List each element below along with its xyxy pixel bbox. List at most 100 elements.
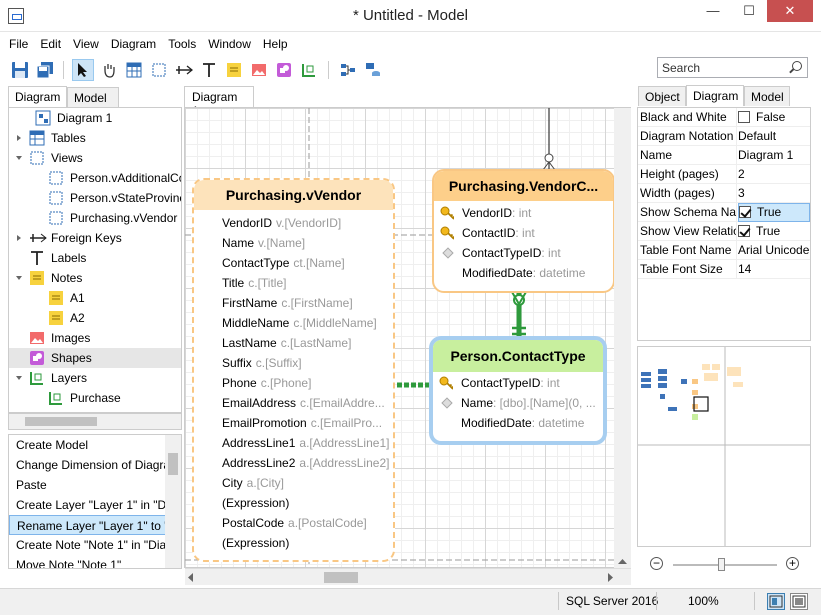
history-item[interactable]: Paste: [16, 478, 47, 492]
search-input[interactable]: [658, 58, 783, 77]
view-tool-icon[interactable]: [148, 59, 170, 81]
history-item[interactable]: Create Note "Note 1" in "Dia: [16, 538, 167, 552]
pointer-tool-icon[interactable]: [72, 59, 94, 81]
menu-help[interactable]: Help: [262, 37, 288, 51]
zoom-in-button[interactable]: +: [786, 557, 799, 570]
canvas-horizontal-scrollbar[interactable]: [185, 568, 631, 585]
collapse-arrow-icon[interactable]: [16, 376, 22, 380]
minimize-button[interactable]: —: [706, 3, 720, 18]
tree-item-diagram-1[interactable]: Diagram 1: [35, 108, 112, 128]
menu-diagram[interactable]: Diagram: [110, 37, 157, 51]
save-all-icon[interactable]: [34, 59, 56, 81]
label-tool-icon[interactable]: [198, 59, 220, 81]
tree-item-labels[interactable]: Labels: [29, 248, 86, 268]
tab-diagram-properties[interactable]: Diagram: [686, 85, 744, 106]
menu-file[interactable]: File: [9, 37, 29, 51]
app-icon[interactable]: [8, 8, 24, 24]
entity-attribute[interactable]: (Expression): [222, 533, 293, 553]
entity-attribute[interactable]: ModifiedDate: datetime: [461, 413, 584, 433]
tab-model[interactable]: Model: [67, 87, 119, 107]
tree-item-note[interactable]: A1: [48, 288, 85, 308]
expand-arrow-icon[interactable]: [17, 235, 21, 241]
entity-attribute[interactable]: Name: [dbo].[Name](0, ...: [441, 393, 596, 413]
history-vertical-scrollbar[interactable]: [165, 435, 181, 568]
maximize-button[interactable]: ☐: [743, 3, 755, 18]
shape-tool-icon[interactable]: [273, 59, 295, 81]
tree-item-images[interactable]: Images: [29, 328, 90, 348]
menu-tools[interactable]: Tools: [168, 37, 197, 51]
tree-item-notes[interactable]: Notes: [16, 268, 82, 288]
image-tool-icon[interactable]: [248, 59, 270, 81]
layer-tool-icon[interactable]: [298, 59, 320, 81]
tab-object[interactable]: Object: [638, 86, 686, 106]
collapse-arrow-icon[interactable]: [16, 156, 22, 160]
tree-item-view[interactable]: Person.vStateProvinc: [48, 188, 181, 208]
tab-diagram[interactable]: Diagram: [8, 86, 67, 107]
collapse-arrow-icon[interactable]: [16, 276, 22, 280]
menu-view[interactable]: View: [73, 37, 99, 51]
tree-item-tables[interactable]: Tables: [17, 128, 86, 148]
history-item[interactable]: Create Model: [16, 438, 89, 452]
entity-attribute[interactable]: ModifiedDate: datetime: [462, 263, 585, 283]
property-row[interactable]: Height (pages)2: [638, 165, 810, 184]
zoom-out-button[interactable]: −: [650, 557, 663, 570]
checkbox[interactable]: [738, 111, 750, 123]
zoom-track[interactable]: [673, 564, 777, 566]
page-view-button[interactable]: [767, 593, 785, 610]
history-item[interactable]: Create Layer "Layer 1" in "Dia: [16, 498, 167, 512]
menu-edit[interactable]: Edit: [40, 37, 62, 51]
tree-item-views[interactable]: Views: [16, 148, 83, 168]
menu-window[interactable]: Window: [208, 37, 251, 51]
tab-diagram-1[interactable]: Diagram 1: [184, 86, 254, 118]
history-item[interactable]: Move Note "Note 1": [16, 558, 122, 569]
table-tool-icon[interactable]: [123, 59, 145, 81]
search-icon[interactable]: [792, 61, 802, 71]
diagram-overview[interactable]: [637, 346, 811, 547]
tree-item-view[interactable]: Purchasing.vVendor: [48, 208, 177, 228]
history-item[interactable]: Rename Layer "Layer 1" to "P: [9, 515, 167, 535]
tree-item-shapes[interactable]: Shapes: [9, 348, 181, 368]
scrollbar-thumb[interactable]: [25, 417, 97, 426]
entity-attribute[interactable]: VendorID: int: [440, 203, 531, 223]
note-tool-icon[interactable]: [223, 59, 245, 81]
normal-view-button[interactable]: [790, 593, 808, 610]
scrollbar-thumb[interactable]: [324, 572, 358, 583]
tree-item-layers[interactable]: Layers: [16, 368, 87, 388]
zoom-slider-handle[interactable]: [718, 558, 725, 571]
close-button[interactable]: ✕: [767, 0, 813, 22]
tree-item-view[interactable]: Person.vAdditionalCo: [48, 168, 181, 188]
database-sync-icon[interactable]: [362, 59, 384, 81]
tree-item-note[interactable]: A2: [48, 308, 85, 328]
save-icon[interactable]: [9, 59, 31, 81]
checkbox[interactable]: [738, 225, 750, 237]
entity-attribute[interactable]: ContactTypeID: int: [439, 373, 560, 393]
expand-arrow-icon[interactable]: [17, 135, 21, 141]
tree-horizontal-scrollbar[interactable]: [8, 413, 182, 430]
canvas-vertical-scrollbar[interactable]: [614, 108, 631, 568]
auto-layout-icon[interactable]: [337, 59, 359, 81]
history-item[interactable]: Change Dimension of Diagra: [16, 458, 167, 472]
checkbox[interactable]: [739, 206, 751, 218]
